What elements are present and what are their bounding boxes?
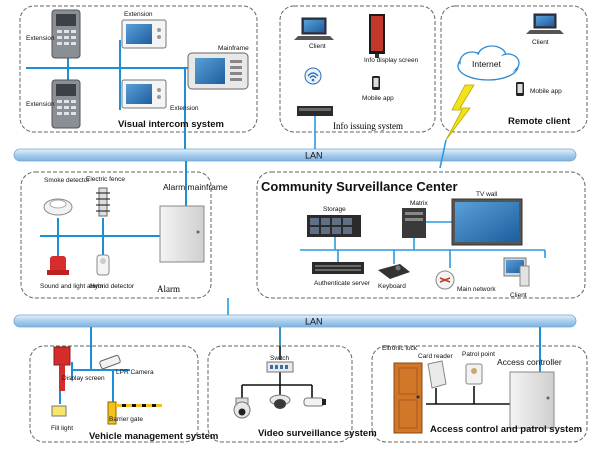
title-vehicle: Vehicle management system (89, 431, 218, 442)
label-keyboard: Keyboard (378, 283, 406, 290)
laptop-client-info[interactable] (294, 17, 334, 40)
label-mobile-app-remote: Mobile app (530, 88, 562, 95)
label-patrol-point: Patrol point (462, 351, 495, 358)
barrier-gate[interactable] (107, 401, 162, 425)
intercom-box (19, 5, 258, 133)
label-extension-1: Extension (26, 35, 55, 42)
lpr-camera[interactable] (99, 354, 121, 370)
intercom-mainframe[interactable] (187, 52, 249, 90)
access-wiring (426, 327, 541, 405)
patrol-point[interactable] (465, 363, 483, 385)
label-storage: Storage (323, 206, 346, 213)
label-matrix: Matrix (410, 200, 428, 207)
title-access: Access control and patrol system (430, 424, 582, 435)
label-display-screen: Display screen (62, 375, 105, 382)
title-video: Video surveillance system (258, 428, 377, 439)
indoor-monitor-bottom[interactable] (121, 79, 167, 109)
lan-bar-top: LAN (13, 148, 577, 162)
main-network-router[interactable] (435, 270, 455, 290)
mobile-phone-remote[interactable] (516, 82, 524, 96)
info-display-screen[interactable] (369, 14, 385, 58)
storage-array[interactable] (307, 215, 361, 237)
laptop-client-remote[interactable] (526, 13, 564, 34)
fill-light[interactable] (51, 405, 67, 417)
display-screen-vehicle[interactable] (53, 346, 71, 391)
alarm-box (20, 171, 212, 299)
ptz-camera[interactable] (233, 397, 251, 419)
lan-label-bottom: LAN (305, 317, 323, 327)
label-extension-2: Extension (26, 101, 55, 108)
door-station-top[interactable] (51, 9, 81, 59)
dome-camera[interactable] (269, 394, 291, 409)
vehicle-box (29, 345, 199, 443)
label-client-info: Client (309, 43, 326, 50)
label-fill-light: Fill light (51, 425, 73, 432)
label-sound-light-alarm: Sound and light alarm (40, 283, 103, 290)
access-controller-cabinet[interactable] (509, 371, 555, 429)
indoor-monitor-top[interactable] (121, 19, 167, 49)
access-box (371, 345, 588, 443)
smoke-detector[interactable] (43, 198, 73, 216)
remote-client-box (440, 5, 588, 133)
label-card-reader: Card reader (418, 353, 454, 360)
info-issuing-box (279, 5, 436, 133)
label-switch: Switch (270, 355, 290, 362)
internet-cloud: Internet (457, 45, 520, 81)
matrix-device[interactable] (402, 208, 426, 238)
card-reader[interactable] (427, 360, 447, 389)
label-electric-fence: Electric fence (86, 176, 125, 183)
title-visual-intercom: Visual intercom system (118, 119, 224, 130)
label-mobile-app-info: Mobile app (362, 95, 394, 102)
title-surveillance-center: Community Surveillance Center (261, 179, 458, 194)
label-client-remote: Client (532, 39, 549, 46)
info-server[interactable] (297, 106, 333, 116)
network-switch[interactable] (266, 361, 294, 373)
vehicle-wiring (59, 327, 130, 408)
hybrid-detector[interactable] (96, 254, 110, 276)
label-eltronic-lock: Eltronic lock (382, 345, 418, 352)
label-info-display-screen: Info display screen (364, 57, 419, 64)
door-station-bottom[interactable] (51, 79, 81, 129)
label-alarm-mainframe: Alarm mainframe (163, 182, 228, 192)
pc-client-center[interactable] (503, 257, 530, 287)
lan-bar-bottom: LAN (13, 314, 577, 328)
surveillance-center-box (256, 171, 586, 299)
alarm-mainframe-cabinet[interactable] (159, 205, 205, 263)
label-barrier-gate: Barrier gate (109, 416, 143, 423)
label-extension-4: Extension (170, 105, 199, 112)
wifi-icon (304, 67, 322, 85)
label-authenticate-server: Authenticate server (314, 280, 371, 287)
label-internet: Internet (472, 59, 501, 69)
title-alarm: Alarm (157, 284, 180, 294)
sound-light-alarm[interactable] (47, 256, 69, 275)
label-client-center: Client (510, 292, 527, 299)
center-wiring (227, 216, 546, 315)
tv-wall[interactable] (451, 198, 523, 246)
keyboard-controller[interactable] (378, 264, 410, 279)
label-lpr-camera: LPR Camera (116, 369, 154, 376)
label-access-controller: Access controller (497, 357, 562, 367)
label-hybrid-detector: Hybrid detector (90, 283, 135, 290)
label-main-network: Main network (457, 286, 496, 293)
title-info-issuing: Info issuing system (333, 121, 403, 131)
mobile-phone-info[interactable] (372, 76, 380, 90)
bullet-camera[interactable] (303, 397, 326, 407)
label-tv-wall: TV wall (476, 191, 498, 198)
door-with-lock[interactable] (393, 362, 423, 434)
authenticate-server[interactable] (312, 262, 364, 274)
lightning-bolt-icon (445, 84, 475, 141)
alarm-wiring (40, 161, 187, 256)
label-mainframe: Mainframe (218, 45, 249, 52)
label-extension-3: Extension (124, 11, 153, 18)
label-smoke-detector: Smoke detector (44, 177, 90, 184)
lan-label-top: LAN (305, 151, 323, 161)
title-remote-client: Remote client (508, 116, 571, 127)
electric-fence[interactable] (96, 187, 110, 217)
